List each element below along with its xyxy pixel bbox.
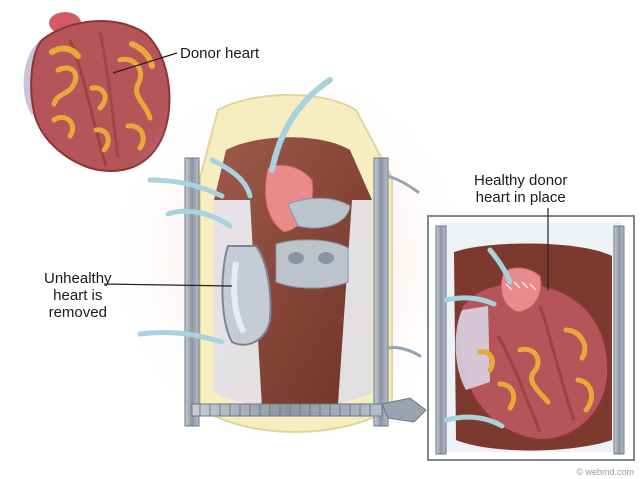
right-atrium-cuff <box>221 245 272 346</box>
retractor-crank <box>381 397 427 423</box>
healthy-label-line: Healthy donor <box>474 172 568 189</box>
retractor-right-blade <box>373 157 389 427</box>
donor-fat-pattern <box>51 56 153 153</box>
recipient-vessels <box>221 164 351 346</box>
unhealthy-label-line: Unhealthy <box>44 270 112 287</box>
unhealthy-label-line: heart is <box>53 287 103 304</box>
pulmonary-artery-stump <box>287 197 351 229</box>
image-credit: © webmd.com <box>576 467 634 477</box>
inset-panel <box>427 215 635 461</box>
donor-heart-leader <box>112 52 178 74</box>
bypass-tubes <box>137 77 422 358</box>
donor-heart <box>23 12 171 172</box>
unhealthy-heart-leader <box>103 283 233 287</box>
inset-fat-pattern <box>477 327 595 413</box>
healthy-heart-label: Healthy donor heart in place <box>474 172 567 206</box>
chest-retractor <box>184 157 427 427</box>
donor-heart-label: Donor heart <box>180 45 260 62</box>
right-pericardium-drape <box>338 200 372 404</box>
unhealthy-label-line: removed <box>48 304 107 321</box>
retractor-left-blade <box>184 157 200 427</box>
healthy-label-line: heart in place <box>475 189 566 206</box>
left-atrium-cuff <box>275 239 349 289</box>
unhealthy-heart-label: Unhealthy heart is removed <box>44 270 112 321</box>
